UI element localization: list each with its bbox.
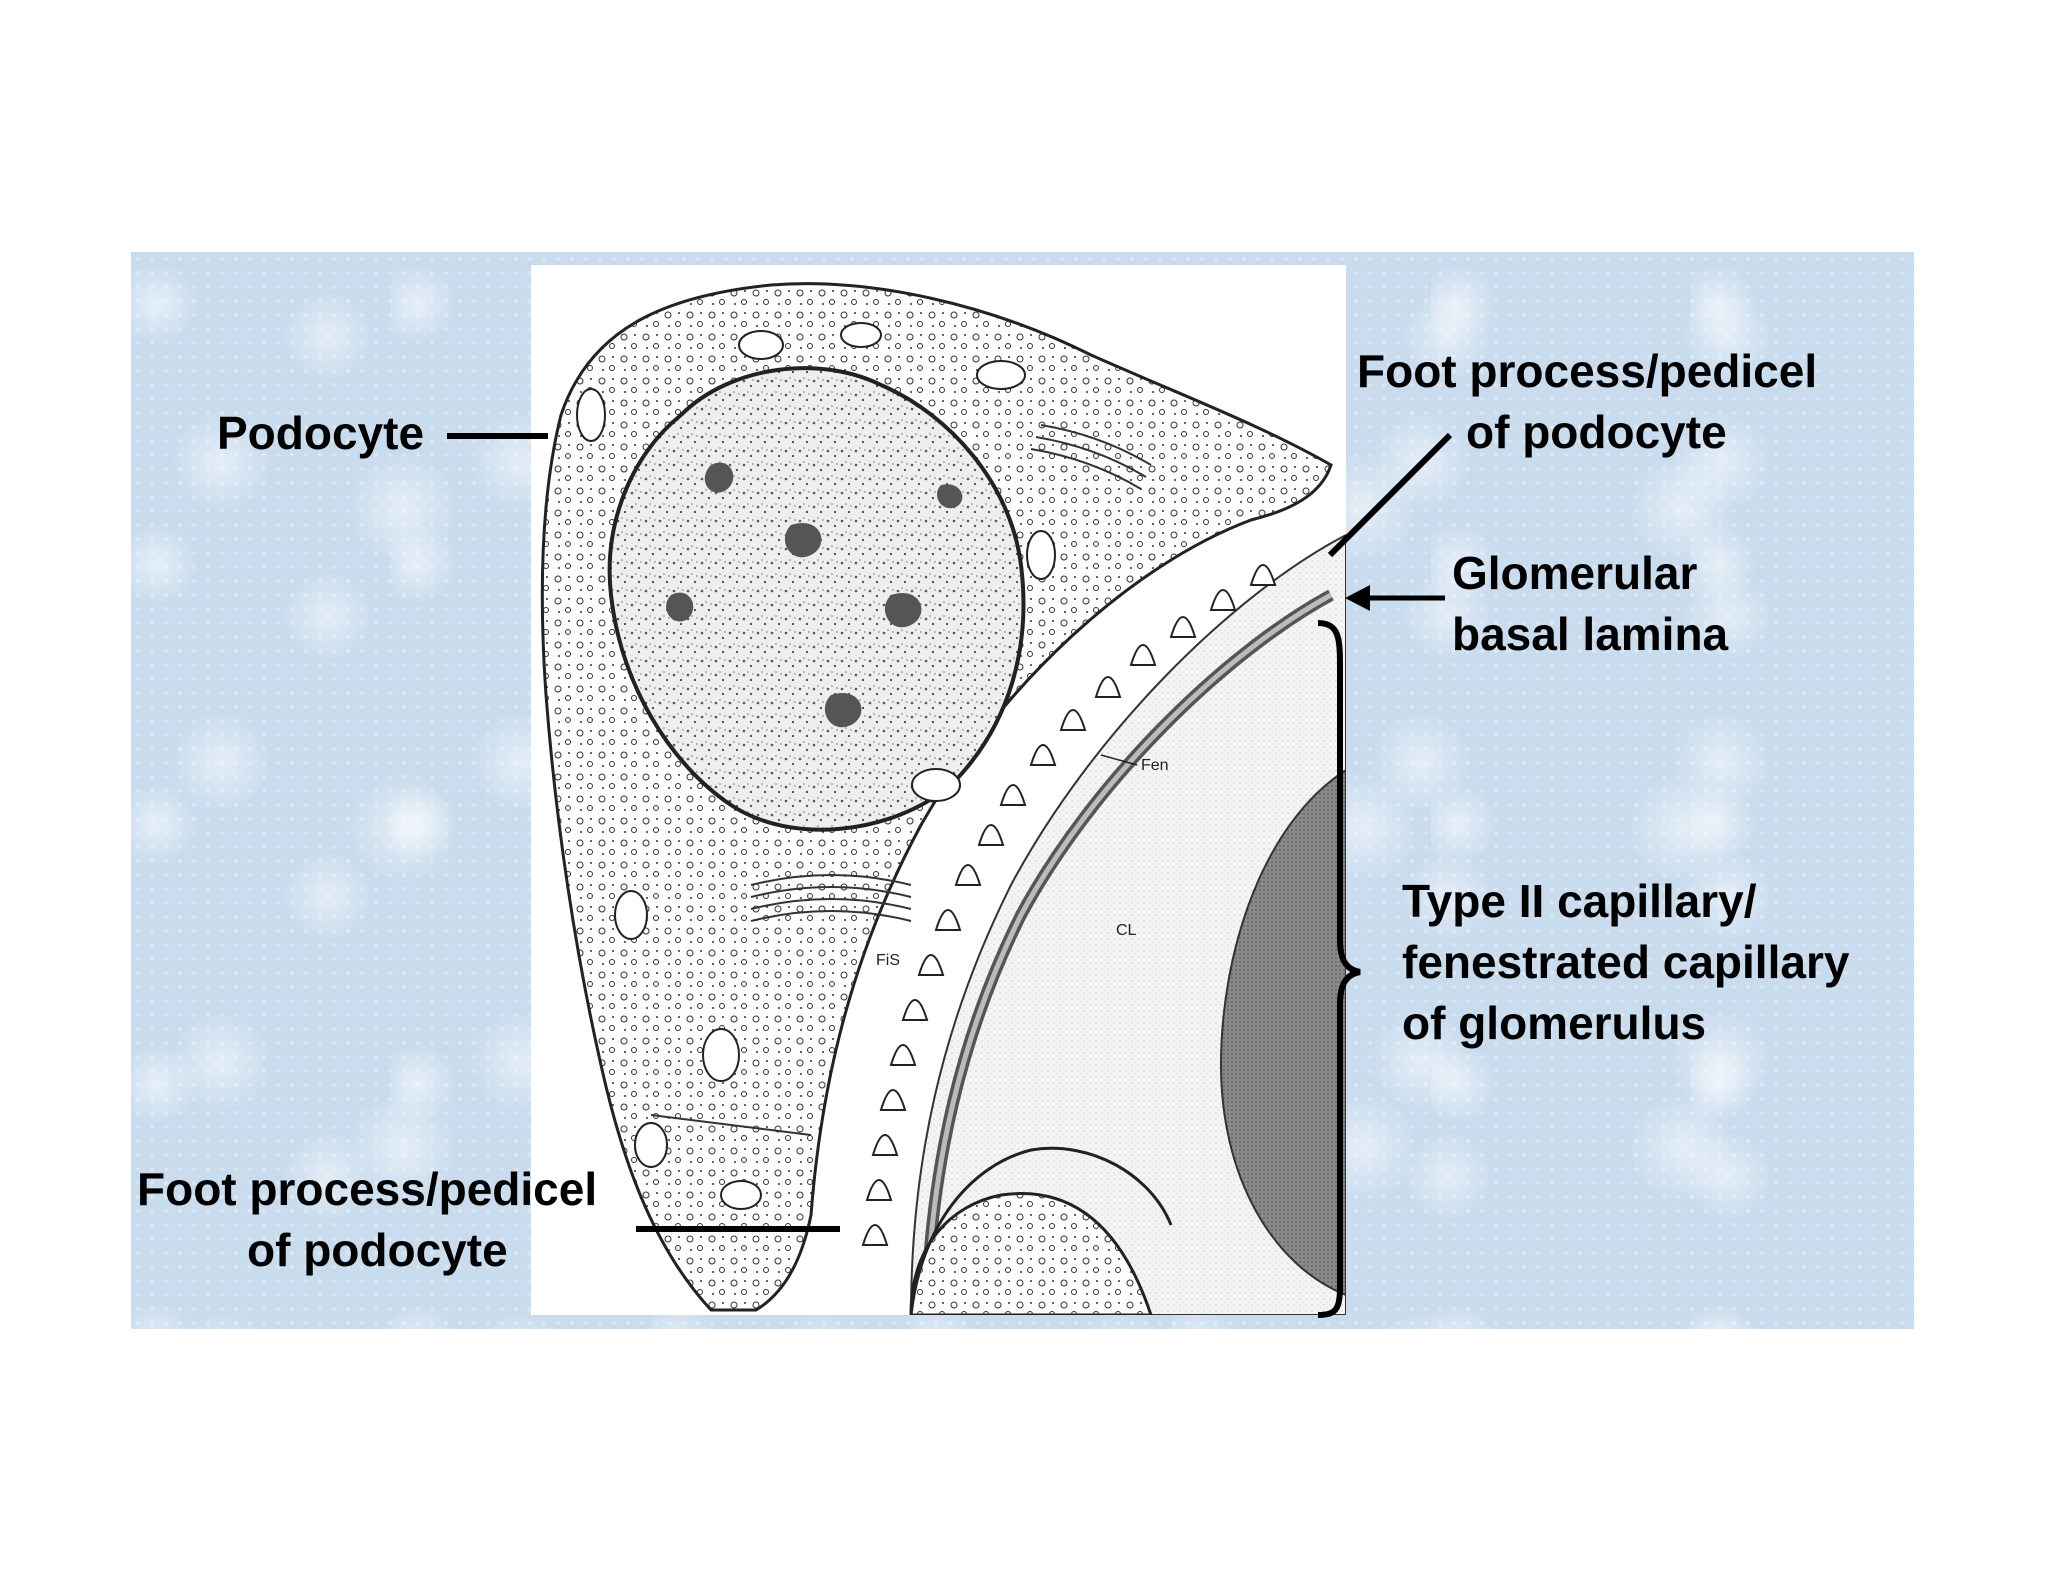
label-type2-2: fenestrated capillary <box>1402 933 1849 991</box>
glomerular-arrowhead <box>1345 585 1370 611</box>
label-glomerular-2: basal lamina <box>1452 605 1728 663</box>
label-foot-process-bottom-1: Foot process/pedicel <box>137 1160 597 1218</box>
foot-process-top-pointer <box>1330 435 1450 555</box>
label-glomerular-1: Glomerular <box>1452 544 1697 602</box>
capillary-bracket <box>1318 623 1360 1315</box>
label-podocyte: Podocyte <box>217 404 424 462</box>
label-foot-process-top-1: Foot process/pedicel <box>1357 342 1817 400</box>
label-type2-1: Type II capillary/ <box>1402 872 1757 930</box>
label-foot-process-top-2: of podocyte <box>1466 403 1727 461</box>
label-foot-process-bottom-2: of podocyte <box>247 1221 508 1279</box>
label-type2-3: of glomerulus <box>1402 994 1706 1052</box>
